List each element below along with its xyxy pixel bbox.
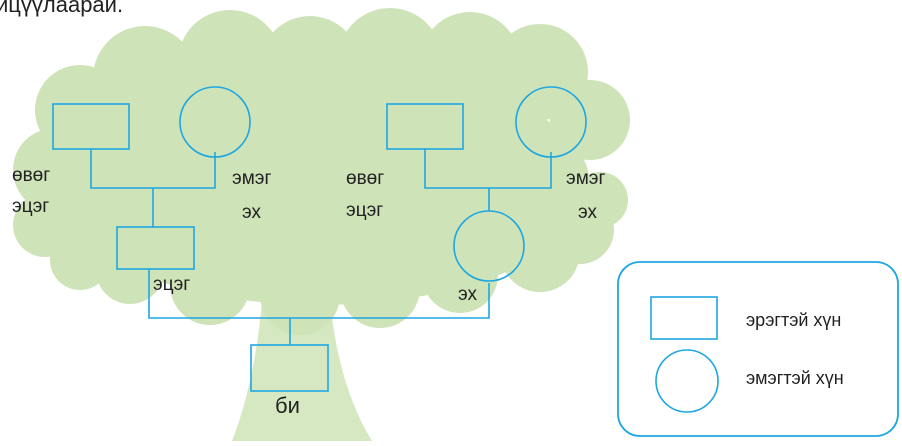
legend-male-square (650, 296, 718, 340)
paternal-grandmother-label-1: эмэг (232, 168, 272, 189)
maternal-grandfather-square (386, 103, 464, 150)
paternal-grandmother-label-2: эх (242, 202, 261, 223)
paternal-grandfather-label-1: өвөг (12, 165, 51, 186)
paternal-grandfather-square (52, 103, 130, 150)
father-square (116, 226, 195, 270)
connector-lines (90, 149, 552, 345)
tree-trunk (232, 300, 372, 441)
maternal-grandfather-label-2: эцэг (346, 200, 384, 221)
father-label: эцэг (153, 274, 191, 295)
tree-canopy (13, 8, 630, 335)
maternal-grandmother-circle (515, 86, 587, 158)
legend-box (617, 261, 899, 437)
mother-circle (453, 210, 525, 282)
maternal-grandfather-label-1: өвөг (346, 168, 385, 189)
legend-female-circle (655, 349, 719, 413)
maternal-grandmother-label-2: эх (578, 202, 597, 223)
mother-label: эх (458, 284, 477, 305)
self-square (250, 344, 329, 392)
self-label: би (275, 393, 300, 418)
header-text: ицүүлаарай. (0, 0, 124, 17)
legend-male-label: эрэгтэй хүн (746, 310, 842, 330)
legend-female-label: эмэгтэй хүн (746, 368, 844, 388)
paternal-grandmother-circle (179, 86, 251, 158)
maternal-grandmother-label-1: эмэг (566, 168, 606, 189)
paternal-grandfather-label-2: эцэг (12, 196, 50, 217)
